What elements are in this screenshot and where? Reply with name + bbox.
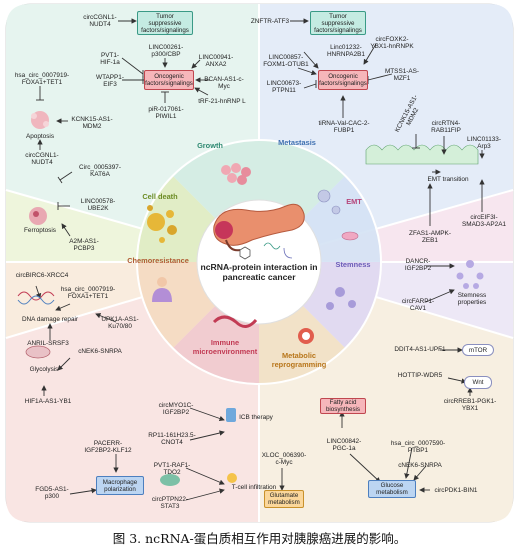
- macrophage-icon: [160, 474, 180, 486]
- ferroptosis-cell-icon: [29, 207, 47, 225]
- sector-background: [5, 3, 514, 523]
- label-a2m-as1: A2M-AS1- PCBP3: [69, 238, 99, 253]
- label-hottip: HOTTIP-WDR5: [397, 372, 443, 379]
- label-linc00673: LINC00673- PTPN11: [266, 80, 302, 95]
- label-hif1a-as1: HIF1A-AS1-YB1: [24, 398, 72, 405]
- label-emt-transition: EMT transition: [427, 176, 469, 183]
- section-growth: Growth: [197, 141, 223, 150]
- label-linc00261: LINC00261- p300/CBP: [148, 44, 184, 59]
- label-rp11: RP11-161H23.5- CNOT4: [148, 432, 196, 447]
- label-circptpn22: circPTPN22- STAT3: [151, 496, 189, 511]
- label-circrreb1: circRREB1-PGK1- YBX1: [443, 398, 497, 413]
- label-zfas1: ZFAS1-AMPK- ZEB1: [409, 230, 451, 245]
- label-icb: ICB therapy: [239, 414, 273, 421]
- label-dna-damage: DNA damage repair: [21, 316, 79, 323]
- label-xloc: XLOC_006390- c-Myc: [261, 452, 307, 467]
- label-wtapp1: WTAPP1- EIF3: [96, 74, 124, 89]
- label-circrtn4: circRTN4- RAB11FIP: [431, 120, 461, 135]
- metabolic-icon: [298, 328, 314, 344]
- cell-death-icon: [147, 205, 177, 243]
- mitochondria-icon: [25, 345, 51, 359]
- section-stemness: Stemness: [335, 260, 371, 269]
- label-anril: ANRIL-SRSF3: [27, 340, 69, 347]
- label-hsa-circ-top: hsa_circ_0007919- FOXA1+TET1: [14, 72, 70, 87]
- label-circcgnl1-mid: circCGNL1- NUDT4: [25, 152, 59, 167]
- label-pvt1-hif1a: PVT1- HIF-1a: [100, 52, 120, 67]
- glutamate-box: Glutamate metabolism: [264, 490, 304, 508]
- figure-panel: Growth Metastasis EMT Stemness Metabolic…: [5, 3, 514, 523]
- label-fgd5: FGD5-AS1- p300: [35, 486, 69, 501]
- label-linc00941: LINC00941- ANXA2: [198, 54, 234, 69]
- label-circfarp1: circFARP1- CAV1: [401, 298, 435, 313]
- growth-cells-icon: [221, 163, 251, 185]
- tcell-icon: [227, 473, 237, 483]
- label-tirna: tiRNA-Val-CAC-2- FUBP1: [318, 120, 370, 135]
- label-cnek6-left: cNEK6-SNRPA: [78, 348, 122, 355]
- label-upk1a: UPK1A-AS1- Ku70/80: [101, 316, 139, 331]
- label-glycolysis: Glycolysis: [29, 366, 59, 373]
- label-dancr: DANCR- IGF2BP2: [404, 258, 432, 273]
- fatty-acid-box: Fatty acid biosynthesis: [320, 398, 366, 414]
- mtor-box: mTOR: [462, 344, 494, 356]
- label-circcgnl1-top: circCGNL1- NUDT4: [83, 14, 117, 29]
- metastasis-cells-icon: [317, 189, 341, 215]
- label-pvt1-raf1: PVT1-RAF1- TDO2: [153, 462, 191, 477]
- label-hsa-circ-0007590: hsa_circ_0007590- PTBP1: [390, 440, 446, 455]
- label-circbirc6: circBIRC6-XRCC4: [15, 272, 69, 279]
- icb-icon: [226, 408, 236, 422]
- label-pir017061: piR-017061- PIWIL1: [148, 106, 184, 121]
- label-linc00842: LINC00842- PGC-1a: [326, 438, 362, 453]
- glucose-box: Glucose metabolism: [368, 480, 416, 498]
- figure-caption: 图 3. ncRNA-蛋白质相互作用对胰腺癌进展的影响。: [112, 531, 407, 546]
- label-linc00578: LINC00578- UBE2K: [80, 198, 116, 213]
- label-hsa-circ-chemo: hsa_circ_0007919- FOXA1+TET1: [60, 286, 116, 301]
- label-znftr: ZNFTR-ATF3: [250, 18, 290, 25]
- label-circmyo1c: circMYO1C- IGF2BP2: [158, 402, 194, 417]
- section-emt: EMT: [346, 197, 362, 206]
- label-circ0005397: Circ_0005397- KAT6A: [79, 164, 121, 179]
- macrophage-box: Macrophage polarization: [96, 476, 144, 495]
- section-metabolic: Metabolic reprogramming: [271, 351, 327, 369]
- label-circpdk1: circPDK1-BIN1: [434, 487, 478, 494]
- tumor-suppressive-box-left: Tumor suppressive factors/signalings: [137, 11, 193, 35]
- patient-icon: [152, 277, 172, 302]
- label-trf21: tRF-21-hnRNP L: [198, 98, 246, 105]
- label-apoptosis: Apoptosis: [25, 133, 55, 140]
- label-mtss1: MTSS1-AS- MZF1: [384, 68, 420, 83]
- center-title: ncRNA-protein interaction in pancreatic …: [200, 262, 318, 282]
- label-linc01232: Linc01232- HNRNPA2B1: [327, 44, 365, 59]
- label-linc00857: LINC00857- FOXM1-OTUB1: [263, 54, 309, 69]
- section-chemoresistance: Chemoresistance: [127, 256, 189, 265]
- label-bcan-as1: BCAN-AS1-c- Myc: [204, 76, 244, 91]
- label-circfoxk2: circFOXK2- YBX1-hnRNPK: [370, 36, 414, 51]
- oncogenic-box-right: Oncogenic factors/signalings: [318, 70, 368, 90]
- immune-vessel-icon: [212, 315, 258, 328]
- stemness-tree-icon: [456, 260, 484, 289]
- label-circeif3i: circEIF3I- SMAD3-AP2A1: [461, 214, 507, 229]
- dna-icon: [17, 291, 55, 305]
- label-cnek6-right: cNEK6-SNRPA: [398, 462, 442, 469]
- section-immune: Immune microenvironment: [192, 338, 258, 356]
- emt-cells-row: [365, 144, 479, 165]
- label-ferroptosis: Ferroptosis: [24, 227, 56, 234]
- oncogenic-box-left: Oncogenic factors/signalings: [144, 70, 194, 90]
- label-ddit4: DDIT4-AS1-UPF1: [394, 346, 446, 353]
- label-pacerr: PACERR- IGF2BP2-KLF12: [84, 440, 132, 455]
- label-linc01133: LINC01133- Arp3: [467, 136, 501, 151]
- wnt-box: Wnt: [464, 376, 492, 389]
- stemness-cells-icon: [326, 287, 356, 310]
- label-kcnk15-left: KCNK15-AS1- MDM2: [71, 116, 113, 131]
- section-celldeath: Cell death: [142, 192, 178, 201]
- apoptosis-cell-icon: [31, 111, 49, 129]
- tumor-suppressive-box-right: Tumor suppressive factors/signalings: [310, 11, 366, 35]
- section-metastasis: Metastasis: [278, 138, 316, 147]
- label-tcell: T-cell infiltration: [231, 484, 277, 491]
- emt-cell-icon: [341, 231, 359, 241]
- label-stemness-props: Stemness properties: [457, 292, 487, 307]
